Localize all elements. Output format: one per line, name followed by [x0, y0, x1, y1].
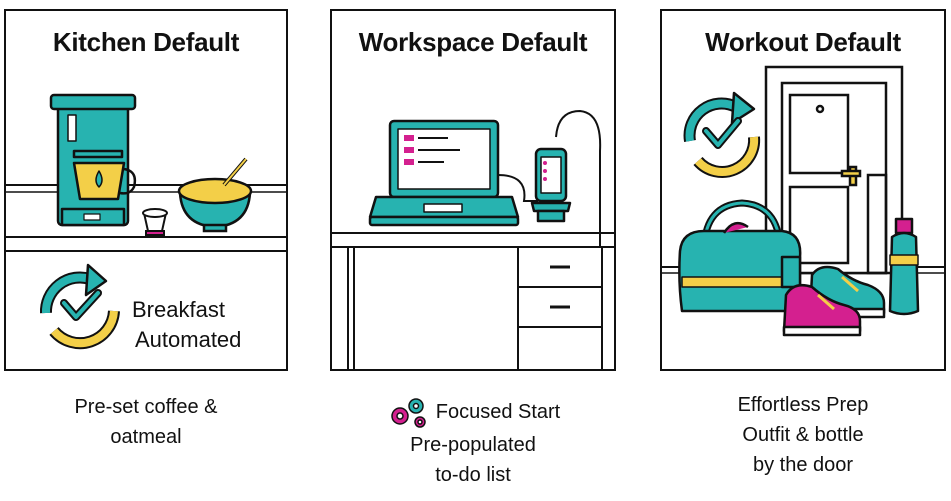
caption-line1: Pre-set coffee & [74, 396, 218, 418]
workout-caption: Effortless Prep Outfit & bottle by the d… [660, 390, 946, 480]
workspace-caption: Focused Start Pre-populated to-do list [330, 394, 616, 490]
sneakers-icon [782, 265, 886, 337]
gym-bag-icon [678, 199, 802, 313]
kitchen-caption: Pre-set coffee & oatmeal [4, 392, 288, 452]
desk-icon [332, 232, 614, 369]
coffee-pod-icon [142, 208, 168, 236]
gears-icon [390, 398, 426, 428]
caption-header: Focused Start [435, 401, 561, 423]
phone-icon [530, 147, 572, 223]
workspace-scene [332, 109, 614, 369]
water-bottle-icon [888, 217, 920, 316]
caption-line1: Effortless Prep [737, 394, 869, 416]
coffee-maker-icon [49, 93, 137, 227]
oatmeal-bowl-icon [177, 157, 253, 233]
badge-label-line1: Breakfast [132, 297, 225, 322]
panel-title: Kitchen Default [52, 27, 240, 57]
panel-title: Workspace Default [358, 27, 588, 57]
caption-line3: by the door [752, 454, 854, 476]
laptop-icon [368, 119, 520, 227]
caption-line2: Outfit & bottle [742, 424, 864, 446]
kitchen-panel: Kitchen Default Breakfast Automated [4, 9, 288, 371]
workout-scene [662, 65, 944, 337]
badge-label: Breakfast Automated [132, 295, 241, 355]
caption-line2: oatmeal [110, 426, 182, 448]
focused-start-row: Focused Start [330, 394, 616, 430]
workspace-panel: Workspace Default [330, 9, 616, 371]
caption-line1: Pre-populated [410, 434, 536, 456]
caption-line2: to-do list [435, 464, 511, 486]
workout-panel: Workout Default [660, 9, 946, 371]
panel-title: Workout Default [705, 27, 901, 57]
refresh-check-icon [683, 91, 761, 178]
kitchen-scene [6, 93, 286, 350]
refresh-check-icon [39, 263, 120, 350]
badge-label-line2: Automated [135, 327, 242, 352]
